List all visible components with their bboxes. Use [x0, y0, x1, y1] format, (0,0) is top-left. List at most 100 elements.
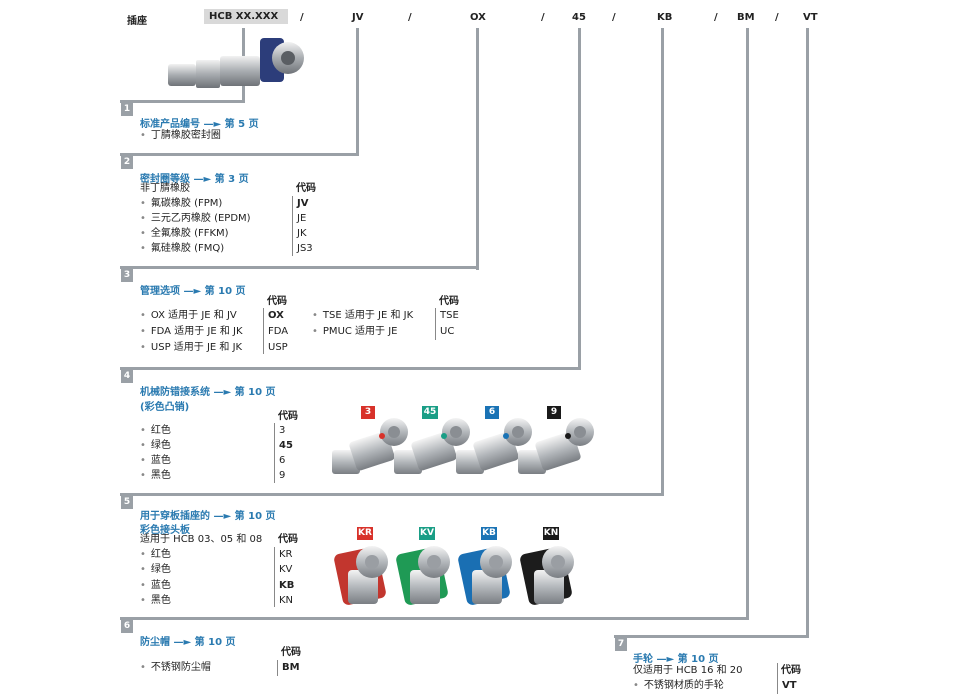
- code-header: 代码: [439, 296, 459, 307]
- intro-text: 适用于 HCB 03、05 和 08: [140, 534, 263, 545]
- code-value: OX: [268, 310, 284, 321]
- code-value: 3: [279, 425, 286, 436]
- code-value: USP: [268, 342, 288, 353]
- code-option: OX: [470, 12, 486, 23]
- section-number: 1: [121, 103, 133, 116]
- code-handwheel: VT: [803, 12, 818, 23]
- code-header: 代码: [278, 411, 298, 422]
- code-value: 6: [279, 455, 286, 466]
- code-value: KN: [279, 595, 294, 606]
- list-item: 氟碳橡胶 (FPM): [140, 196, 222, 211]
- list-item: 氟硅橡胶 (FMQ): [140, 241, 224, 256]
- list-item: 红色: [140, 423, 171, 438]
- list-item: FDA 适用于 JE 和 JK: [140, 324, 243, 339]
- list-item: 全氟橡胶 (FFKM): [140, 226, 229, 241]
- color-badge: 3: [361, 406, 375, 419]
- panel-plate-sockets-image: [334, 546, 574, 605]
- section-number: 6: [121, 620, 133, 633]
- code-seal: JV: [352, 12, 364, 23]
- divider: [435, 308, 436, 340]
- code-value: UC: [440, 326, 455, 337]
- part-number: HCB XX.XXX: [204, 9, 288, 24]
- list-item: USP 适用于 JE 和 JK: [140, 340, 242, 355]
- section-title: 用于穿板插座的 —► 第 10 页: [140, 511, 276, 522]
- connector-line: [806, 28, 809, 638]
- code-value: JV: [297, 198, 309, 209]
- code-header: 代码: [278, 534, 298, 545]
- list-item: 蓝色: [140, 578, 171, 593]
- list-item: PMUC 适用于 JE: [312, 324, 398, 339]
- list-item: 黑色: [140, 593, 171, 608]
- socket-product-image: [168, 38, 304, 88]
- color-badge: KV: [419, 527, 435, 540]
- code-value: FDA: [268, 326, 289, 337]
- divider: [274, 423, 275, 483]
- page-reference: 第 10 页: [234, 387, 276, 398]
- code-value: JE: [297, 213, 307, 224]
- list-item: OX 适用于 JE 和 JV: [140, 308, 237, 323]
- separator: /: [714, 12, 718, 23]
- code-header: 代码: [781, 665, 801, 676]
- connector-line: [356, 28, 359, 156]
- section-number: 7: [615, 638, 627, 651]
- code-value: TSE: [440, 310, 459, 321]
- code-value: JK: [297, 228, 307, 239]
- connector-line: [120, 617, 749, 620]
- section-title: 标准产品编号 —► 第 5 页: [140, 119, 259, 130]
- code-value: KV: [279, 564, 293, 575]
- list-item: 红色: [140, 547, 171, 562]
- page-reference: 第 5 页: [224, 119, 259, 130]
- color-badge: 9: [547, 406, 561, 419]
- divider: [277, 660, 278, 676]
- connector-line: [120, 100, 245, 103]
- page-reference: 第 10 页: [194, 637, 236, 648]
- section-number: 3: [121, 269, 133, 282]
- separator: /: [300, 12, 304, 23]
- intro-text: 仅适用于 HCB 16 和 20: [633, 665, 743, 676]
- section-title: 机械防错接系统 —► 第 10 页: [140, 387, 276, 398]
- connector-line: [120, 367, 581, 370]
- section-title: 防尘帽 —► 第 10 页: [140, 637, 236, 648]
- color-badge: KB: [481, 527, 497, 540]
- code-value: KB: [279, 580, 295, 591]
- color-badge: KR: [357, 527, 373, 540]
- list-item: 不锈钢防尘帽: [140, 660, 211, 675]
- color-badge: 6: [485, 406, 499, 419]
- color-badge: KN: [543, 527, 559, 540]
- list-item: 黑色: [140, 468, 171, 483]
- page-reference: 第 10 页: [677, 654, 719, 665]
- section-title: 手轮 —► 第 10 页: [633, 654, 719, 665]
- section-number: 4: [121, 370, 133, 383]
- section-subtitle: (彩色凸销): [140, 402, 190, 413]
- list-item: 丁腈橡胶密封圈: [140, 128, 221, 143]
- list-item: TSE 适用于 JE 和 JK: [312, 308, 413, 323]
- code-value: 45: [279, 440, 293, 451]
- code-value: 9: [279, 470, 286, 481]
- separator: /: [541, 12, 545, 23]
- code-value: VT: [782, 680, 797, 691]
- section-title: 管理选项 —► 第 10 页: [140, 286, 246, 297]
- code-header: 代码: [281, 647, 301, 658]
- list-item: 不锈钢材质的手轮: [633, 678, 724, 693]
- connector-line: [476, 28, 479, 270]
- connector-line: [614, 635, 809, 638]
- code-coding: 45: [572, 12, 586, 23]
- connector-line: [746, 28, 749, 620]
- list-item: 蓝色: [140, 453, 171, 468]
- connector-line: [578, 28, 581, 370]
- connector-line: [661, 28, 664, 496]
- separator: /: [612, 12, 616, 23]
- page-reference: 第 3 页: [214, 174, 249, 185]
- list-item: 三元乙丙橡胶 (EPDM): [140, 211, 251, 226]
- code-value: JS3: [297, 243, 313, 254]
- code-header: 代码: [296, 183, 316, 194]
- section-number: 2: [121, 156, 133, 169]
- code-header: 代码: [267, 296, 287, 307]
- separator: /: [775, 12, 779, 23]
- section-title: 密封圈等级 —► 第 3 页: [140, 174, 249, 185]
- divider: [292, 196, 293, 256]
- connector-line: [120, 493, 664, 496]
- code-value: BM: [282, 662, 300, 673]
- connector-line: [120, 153, 359, 156]
- connector-line: [120, 266, 479, 269]
